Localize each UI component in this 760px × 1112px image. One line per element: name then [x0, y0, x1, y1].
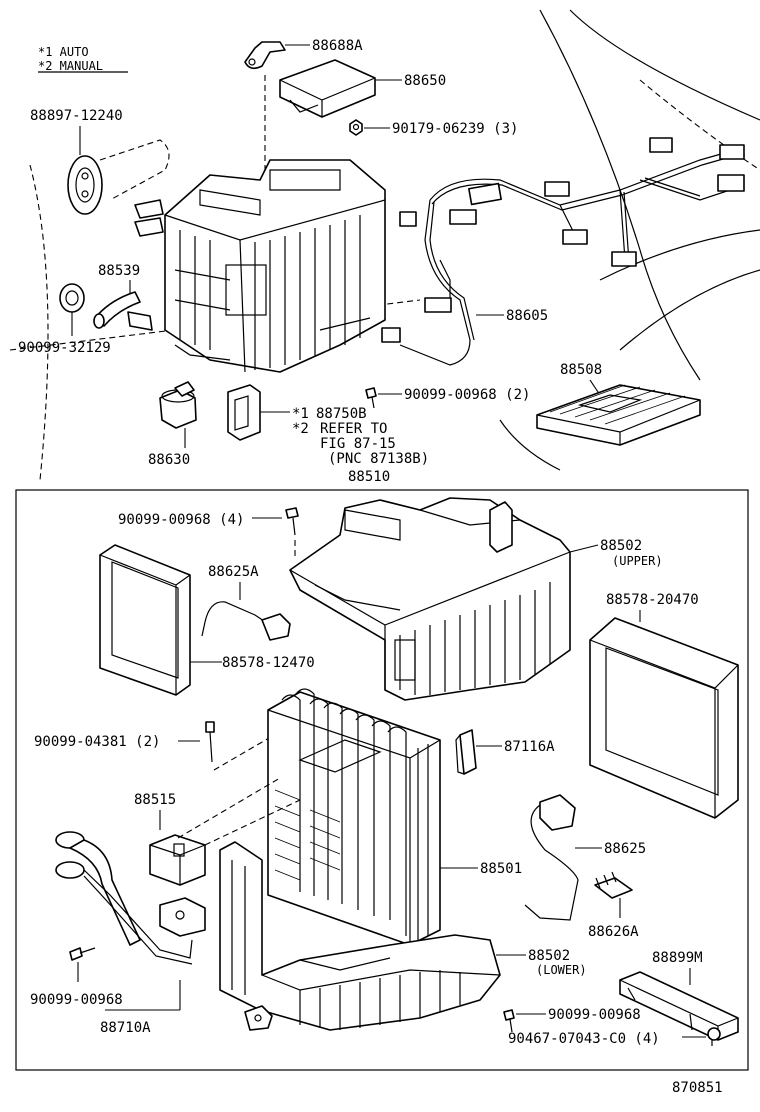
label-star2: *2 [292, 421, 309, 437]
label-90099-00968-left: 90099-00968 [30, 992, 123, 1008]
label-90467: 90467-07043-C0 (4) [508, 1031, 660, 1047]
tube-88710A: 88710A [55, 831, 206, 1036]
label-90099-00968-2: 90099-00968 (2) [404, 387, 530, 403]
label-lower: (LOWER) [536, 963, 587, 977]
clip-87116A: 87116A [455, 729, 555, 775]
sensor-88625A: 88625A [201, 564, 291, 641]
grommet-88897: 88897-12240 [30, 108, 170, 215]
figure-number: 870851 [672, 1080, 723, 1096]
label-pnc-ref: (PNC 87138B) [328, 451, 429, 467]
screw-90099-00968-left: 90099-00968 [30, 947, 123, 1008]
label-88630: 88630 [148, 452, 190, 468]
label-88508: 88508 [560, 362, 602, 378]
clip-90467: 90467-07043-C0 (4) [508, 1027, 721, 1047]
filter-88508: 88508 [536, 362, 701, 446]
label-90099-32129: 90099-32129 [18, 340, 111, 356]
label-87116A: 87116A [504, 739, 555, 755]
label-upper: (UPPER) [612, 554, 663, 568]
hose-88539: 88539 [93, 263, 153, 331]
thermistor-88630: 88630 [148, 381, 197, 468]
seal-88578-12470: 88578-12470 [99, 544, 315, 696]
sensor-88625: 88625 [524, 794, 646, 921]
label-88650: 88650 [404, 73, 446, 89]
label-88539: 88539 [98, 263, 140, 279]
legend-auto: *1 AUTO [38, 45, 89, 59]
amplifier-88650: 88650 [279, 59, 446, 118]
legend-manual: *2 MANUAL [38, 59, 103, 73]
label-88578-20470: 88578-20470 [606, 592, 699, 608]
cooler-unit-88510 [134, 75, 386, 373]
legend: *1 AUTO *2 MANUAL [38, 45, 128, 73]
screw-90099-00968-bottom: 90099-00968 [503, 1007, 641, 1033]
nut-90179: 90179-06239 (3) [349, 119, 518, 137]
label-88502-upper: 88502 [600, 538, 642, 554]
detail-frame [15, 489, 749, 1071]
label-88688A: 88688A [312, 38, 363, 54]
label-90179: 90179-06239 (3) [392, 121, 518, 137]
clamp-88626A: 88626A [588, 871, 639, 940]
label-fig-ref: FIG 87-15 [320, 436, 396, 452]
label-refer-to: REFER TO [320, 421, 387, 437]
lower-case-88502: 88502 (LOWER) [219, 841, 587, 1031]
label-88605: 88605 [506, 308, 548, 324]
label-88626A: 88626A [588, 924, 639, 940]
label-88897: 88897-12240 [30, 108, 123, 124]
screw-90099-00968-4: 90099-00968 (4) [118, 507, 299, 560]
label-88710A: 88710A [100, 1020, 151, 1036]
label-88625: 88625 [604, 841, 646, 857]
label-88750B: 88750B [316, 406, 367, 422]
upper-case-88502: 88502 (UPPER) [289, 497, 663, 701]
duct-88899M: 88899M [619, 950, 739, 1041]
label-88502-lower: 88502 [528, 948, 570, 964]
label-88515: 88515 [134, 792, 176, 808]
expansion-valve-88515: 88515 [134, 777, 301, 886]
label-88578-12470: 88578-12470 [222, 655, 315, 671]
seal-88578-20470: 88578-20470 [589, 592, 739, 819]
screw-90099-00968-2: 90099-00968 (2) [365, 387, 530, 409]
label-90099-00968-4: 90099-00968 (4) [118, 512, 244, 528]
label-88501: 88501 [480, 861, 522, 877]
bracket-88688A: 88688A [244, 38, 363, 70]
grommet-90099-32129: 90099-32129 [18, 283, 111, 356]
label-88899M: 88899M [652, 950, 703, 966]
evaporator-88501: 88501 [267, 688, 522, 946]
label-88625A: 88625A [208, 564, 259, 580]
label-90099-00968-bottom: 90099-00968 [548, 1007, 641, 1023]
label-star1: *1 [292, 406, 309, 422]
label-90099-04381: 90099-04381 (2) [34, 734, 160, 750]
screw-90099-04381: 90099-04381 (2) [34, 719, 301, 771]
wire-harness-88605: 88605 [381, 137, 745, 366]
resistor-88750B: *1 88750B *2 REFER TO FIG 87-15 (PNC 871… [227, 384, 429, 485]
label-88510: 88510 [348, 469, 390, 485]
